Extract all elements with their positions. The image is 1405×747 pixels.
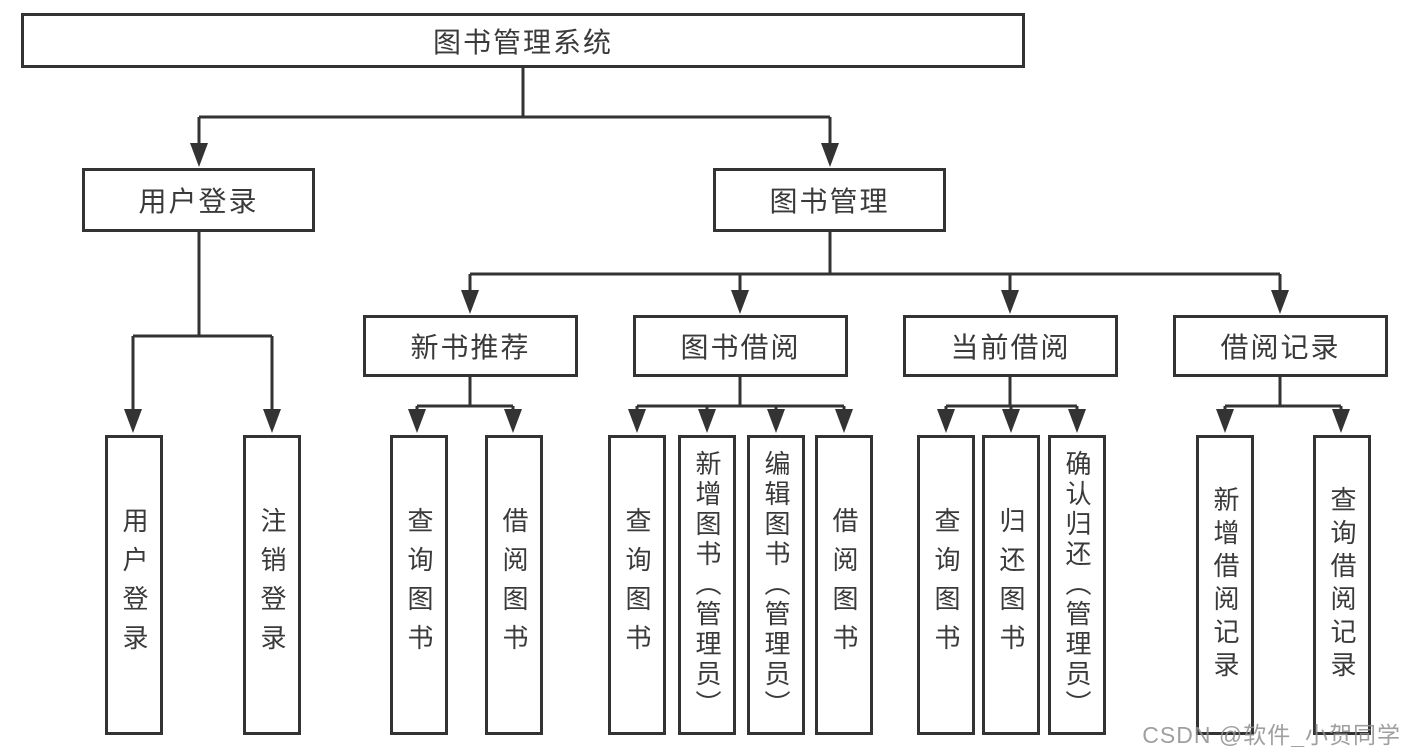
leaf-query-books-borrow: 查询图书 bbox=[608, 435, 666, 735]
csdn-watermark: CSDN @软件_小贺同学 bbox=[1142, 722, 1401, 747]
node-current-borrowing-label: 当前借阅 bbox=[950, 332, 1071, 363]
leaf-return-books-label: 归还图书 bbox=[996, 507, 1026, 663]
leaf-confirm-return-admin: 确认归还（管理员） bbox=[1048, 435, 1106, 735]
leaf-borrow-books-recommend: 借阅图书 bbox=[485, 435, 543, 735]
node-borrowing-records-label: 借阅记录 bbox=[1220, 332, 1341, 363]
node-user-login: 用户登录 bbox=[82, 168, 315, 232]
node-book-borrowing: 图书借阅 bbox=[633, 315, 848, 377]
leaf-add-borrow-record: 新增借阅记录 bbox=[1196, 435, 1254, 735]
leaf-user-login-label: 用户登录 bbox=[119, 507, 149, 663]
leaf-borrow-books-recommend-label: 借阅图书 bbox=[499, 507, 529, 663]
leaf-query-borrow-record: 查询借阅记录 bbox=[1313, 435, 1371, 735]
leaf-return-books: 归还图书 bbox=[982, 435, 1040, 735]
leaf-borrow-books-borrow-label: 借阅图书 bbox=[829, 507, 859, 663]
leaf-user-login: 用户登录 bbox=[105, 435, 163, 735]
arrowheads bbox=[124, 143, 1350, 433]
node-root-label: 图书管理系统 bbox=[432, 26, 613, 58]
leaf-query-books-current-label: 查询图书 bbox=[931, 507, 961, 663]
leaf-logout-login: 注销登录 bbox=[243, 435, 301, 735]
leaf-add-borrow-record-label: 新增借阅记录 bbox=[1210, 486, 1240, 684]
node-new-book-recommendation: 新书推荐 bbox=[363, 315, 578, 377]
node-book-management: 图书管理 bbox=[713, 168, 946, 232]
leaf-add-book-admin-label: 新增图书（管理员） bbox=[692, 450, 722, 720]
node-current-borrowing: 当前借阅 bbox=[903, 315, 1118, 377]
leaf-logout-login-label: 注销登录 bbox=[257, 507, 287, 663]
node-user-login-label: 用户登录 bbox=[138, 186, 259, 217]
leaf-edit-book-admin-label: 编辑图书（管理员） bbox=[761, 450, 791, 720]
leaf-query-books-borrow-label: 查询图书 bbox=[622, 507, 652, 663]
leaf-query-books-recommend-label: 查询图书 bbox=[404, 507, 434, 663]
node-root: 图书管理系统 bbox=[21, 13, 1025, 68]
node-book-management-label: 图书管理 bbox=[769, 186, 890, 217]
node-borrowing-records: 借阅记录 bbox=[1173, 315, 1388, 377]
leaf-add-book-admin: 新增图书（管理员） bbox=[678, 435, 736, 735]
leaf-edit-book-admin: 编辑图书（管理员） bbox=[747, 435, 805, 735]
node-book-borrowing-label: 图书借阅 bbox=[680, 332, 801, 363]
node-new-book-recommendation-label: 新书推荐 bbox=[410, 332, 531, 363]
leaf-borrow-books-borrow: 借阅图书 bbox=[815, 435, 873, 735]
leaf-query-borrow-record-label: 查询借阅记录 bbox=[1327, 486, 1357, 684]
leaf-query-books-current: 查询图书 bbox=[917, 435, 975, 735]
leaf-confirm-return-admin-label: 确认归还（管理员） bbox=[1062, 450, 1092, 720]
leaf-query-books-recommend: 查询图书 bbox=[390, 435, 448, 735]
